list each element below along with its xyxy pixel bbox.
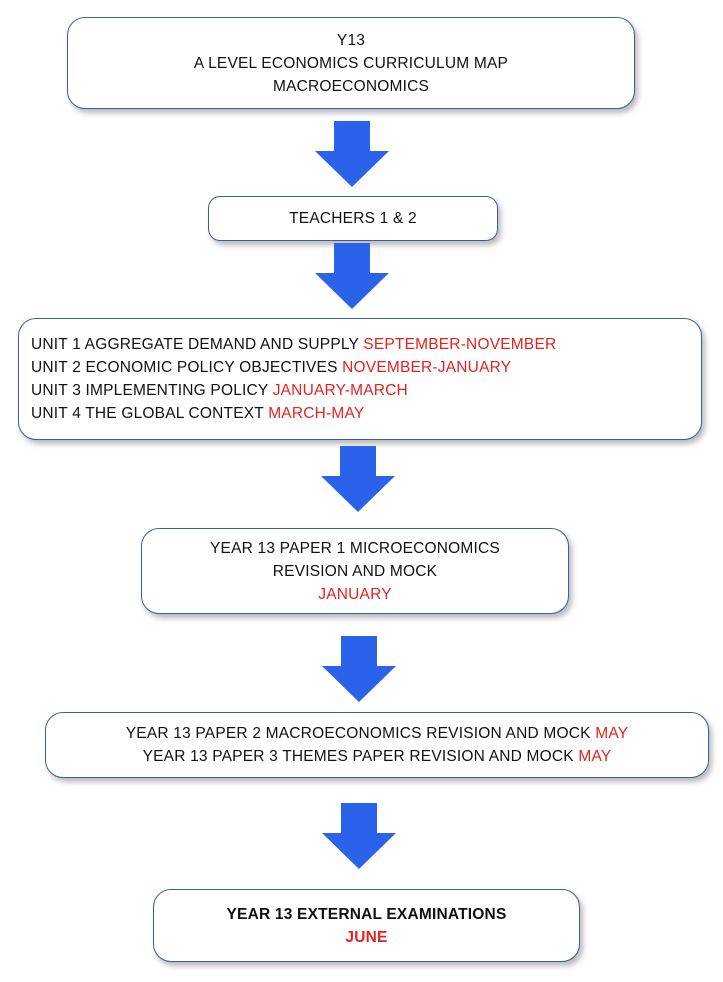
unit-1: UNIT 1 AGGREGATE DEMAND AND SUPPLY SEPTE…: [31, 333, 556, 356]
down-arrow-icon: [321, 446, 395, 512]
unit-2-period: NOVEMBER-JANUARY: [342, 359, 512, 376]
paper-2-period: MAY: [595, 725, 629, 742]
units-box: UNIT 1 AGGREGATE DEMAND AND SUPPLY SEPTE…: [18, 318, 702, 440]
unit-1-title: UNIT 1 AGGREGATE DEMAND AND SUPPLY: [31, 336, 364, 353]
title-box: Y13 A LEVEL ECONOMICS CURRICULUM MAP MAC…: [67, 17, 635, 109]
exams-period: JUNE: [345, 928, 388, 946]
unit-3-title: UNIT 3 IMPLEMENTING POLICY: [31, 382, 273, 399]
down-arrow-icon: [315, 243, 389, 309]
teachers-box: TEACHERS 1 & 2: [208, 196, 498, 241]
exams-box: YEAR 13 EXTERNAL EXAMINATIONS JUNE: [153, 889, 580, 962]
paper-3-row: YEAR 13 PAPER 3 THEMES PAPER REVISION AN…: [143, 745, 612, 768]
paper-3-title: YEAR 13 PAPER 3 THEMES PAPER REVISION AN…: [142, 748, 579, 765]
papers-2-3-box: YEAR 13 PAPER 2 MACROECONOMICS REVISION …: [45, 712, 709, 778]
paper-3-period: MAY: [578, 748, 612, 765]
paper-1-subtitle: REVISION AND MOCK: [272, 562, 438, 580]
paper-1-box: YEAR 13 PAPER 1 MICROECONOMICS REVISION …: [141, 528, 569, 614]
down-arrow-icon: [315, 121, 389, 187]
unit-1-period: SEPTEMBER-NOVEMBER: [363, 336, 557, 353]
curriculum-title: A LEVEL ECONOMICS CURRICULUM MAP: [193, 54, 509, 72]
unit-4: UNIT 4 THE GLOBAL CONTEXT MARCH-MAY: [31, 402, 364, 425]
unit-3-period: JANUARY-MARCH: [272, 382, 408, 399]
unit-4-title: UNIT 4 THE GLOBAL CONTEXT: [31, 405, 269, 422]
subject-label: MACROECONOMICS: [272, 77, 430, 95]
paper-2-title: YEAR 13 PAPER 2 MACROECONOMICS REVISION …: [125, 725, 596, 742]
paper-1-period: JANUARY: [318, 585, 392, 603]
unit-2-title: UNIT 2 ECONOMIC POLICY OBJECTIVES: [31, 359, 343, 376]
paper-1-title: YEAR 13 PAPER 1 MICROECONOMICS: [210, 539, 500, 557]
down-arrow-icon: [322, 636, 396, 702]
paper-2-row: YEAR 13 PAPER 2 MACROECONOMICS REVISION …: [126, 722, 629, 745]
unit-2: UNIT 2 ECONOMIC POLICY OBJECTIVES NOVEMB…: [31, 356, 511, 379]
down-arrow-icon: [322, 803, 396, 869]
unit-4-period: MARCH-MAY: [268, 405, 365, 422]
teachers-label: TEACHERS 1 & 2: [289, 210, 417, 227]
unit-3: UNIT 3 IMPLEMENTING POLICY JANUARY-MARCH: [31, 379, 408, 402]
year-label: Y13: [336, 31, 366, 49]
exams-title: YEAR 13 EXTERNAL EXAMINATIONS: [226, 905, 507, 923]
